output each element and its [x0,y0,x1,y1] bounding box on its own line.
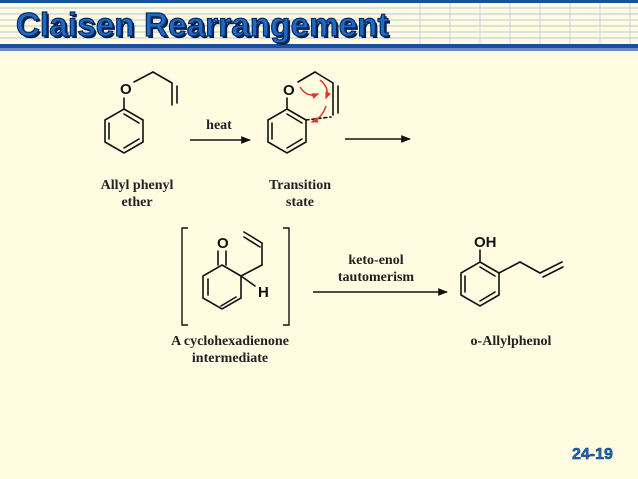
transition-state-label-line2: state [286,195,314,210]
transition-state-structure [267,71,339,154]
keto-enol-label-line1: keto-enol [348,253,404,268]
title-bar-background [0,0,638,52]
intermediate-label-line1: A cyclohexadienone [171,334,289,349]
intermediate-hydrogen-atom: H [258,284,269,301]
slide-title: Claisen Rearrangement [15,5,389,43]
electron-push-arrows [299,79,332,123]
allyl-phenyl-ether-structure [104,71,178,154]
cyclohexadienone-structure [202,231,263,310]
allyl-phenyl-ether-label: Allyl phenyl ether [72,177,202,211]
keto-enol-label-line2: tautomerism [337,270,415,285]
o-allylphenol-label: o-Allylphenol [470,334,552,349]
phenol-oh-group: OH [474,234,497,251]
allyl-phenyl-ether-label-line1: Allyl phenyl [100,178,174,193]
intermediate-label-line2: intermediate [191,351,269,366]
allyl-phenyl-ether-label-line2: ether [121,195,153,210]
intermediate-oxygen-atom: O [217,235,229,252]
transition-oxygen-atom: O [283,82,295,99]
ether-oxygen-atom: O [120,81,132,98]
page-number: 24-19 [572,446,613,464]
intermediate-brackets [181,227,290,326]
keto-enol-label: keto-enol tautomerism [318,252,434,286]
o-allylphenol-structure [460,249,564,307]
transition-state-label-line1: Transition [269,178,331,193]
intermediate-label: A cyclohexadienone intermediate [140,333,320,367]
heat-label: heat [206,118,232,133]
transition-state-label: Transition state [245,177,355,211]
